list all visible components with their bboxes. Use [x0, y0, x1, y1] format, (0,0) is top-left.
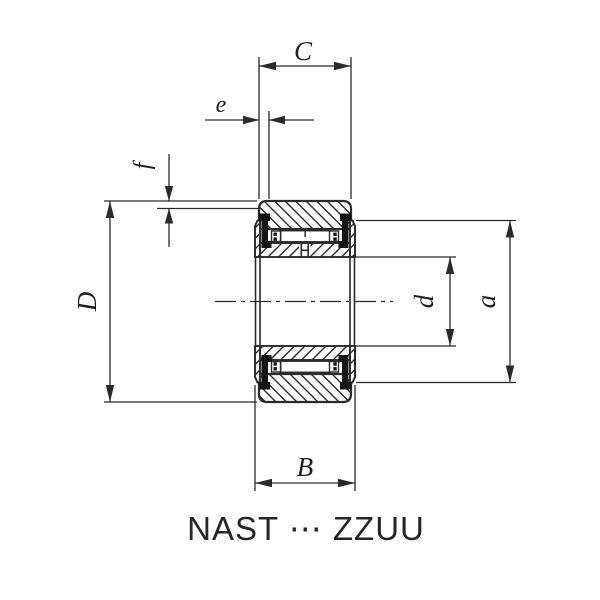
dimension-D: D [72, 201, 257, 403]
dimension-a: a [356, 219, 516, 384]
bearing-cross-section [215, 199, 393, 404]
shields [259, 213, 351, 390]
dim-label-B: B [297, 452, 314, 482]
dim-label-e: e [216, 92, 227, 118]
oil-hole [299, 243, 311, 257]
part-number-title: NAST ⋯ ZZUU [187, 510, 425, 547]
dimension-B: B [254, 385, 356, 491]
dim-label-f: f [130, 159, 156, 169]
dim-label-d: d [409, 294, 439, 308]
side-plates [254, 219, 356, 384]
dimension-e: e [205, 92, 314, 199]
dimension-C: C [258, 36, 352, 199]
dimension-d: d [356, 256, 456, 347]
dim-label-D: D [72, 291, 102, 312]
dim-label-a: a [471, 295, 501, 309]
seal-lips [273, 232, 337, 371]
dim-label-C: C [294, 36, 313, 66]
dimension-f: f [104, 154, 258, 247]
outer-ring-section [257, 199, 353, 404]
needle-rollers [270, 229, 340, 374]
